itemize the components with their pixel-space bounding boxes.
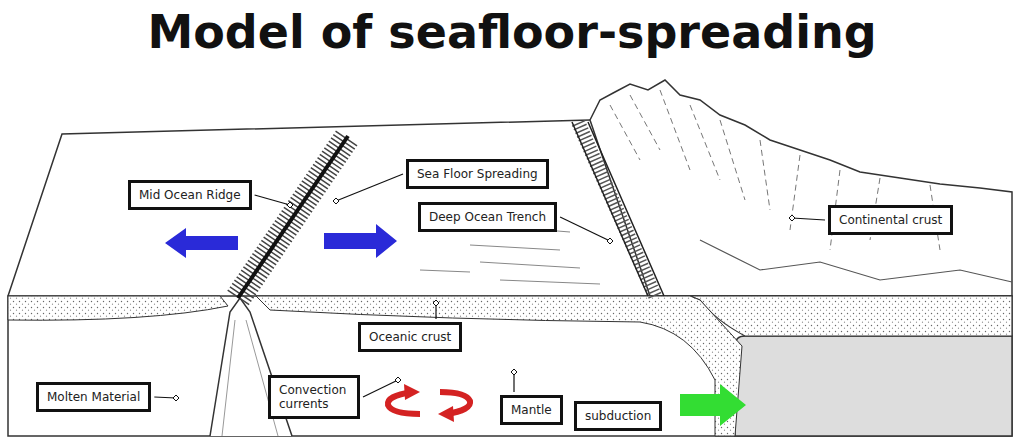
label-text: Sea Floor Spreading xyxy=(417,167,538,181)
label-text: Continental crust xyxy=(839,213,942,227)
label-box: subduction xyxy=(574,401,662,431)
label-box: Continental crust xyxy=(828,205,953,235)
label-text: Molten Material xyxy=(47,390,140,404)
label-box: Mid Ocean Ridge xyxy=(128,180,252,210)
leader-line xyxy=(363,380,398,397)
leader-line xyxy=(336,174,403,201)
leader-marker xyxy=(395,377,401,383)
label-box: Molten Material xyxy=(36,382,151,412)
leader-marker xyxy=(333,198,339,204)
leader-marker xyxy=(607,238,613,244)
label-text: Mantle xyxy=(511,403,552,417)
label-box: Oceanic crust xyxy=(358,322,462,352)
leader-marker xyxy=(287,202,293,208)
label-text: Oceanic crust xyxy=(369,330,451,344)
leader-line xyxy=(255,195,290,205)
label-text: Deep Ocean Trench xyxy=(429,210,546,224)
leader-marker xyxy=(789,215,795,221)
label-text: subduction xyxy=(585,409,651,423)
leader-line xyxy=(792,218,825,220)
diagram-title: Model of seafloor-spreading xyxy=(0,4,1024,60)
leader-marker xyxy=(433,300,439,306)
label-box: Mantle xyxy=(500,395,563,425)
leader-marker xyxy=(511,369,517,375)
leader-line xyxy=(560,217,610,241)
label-box: Deep Ocean Trench xyxy=(418,202,557,232)
leader-marker xyxy=(173,395,179,401)
label-text: Mid Ocean Ridge xyxy=(139,188,241,202)
label-text: Convection currents xyxy=(279,383,349,411)
label-box: Convection currents xyxy=(268,375,360,419)
label-box: Sea Floor Spreading xyxy=(406,159,549,189)
